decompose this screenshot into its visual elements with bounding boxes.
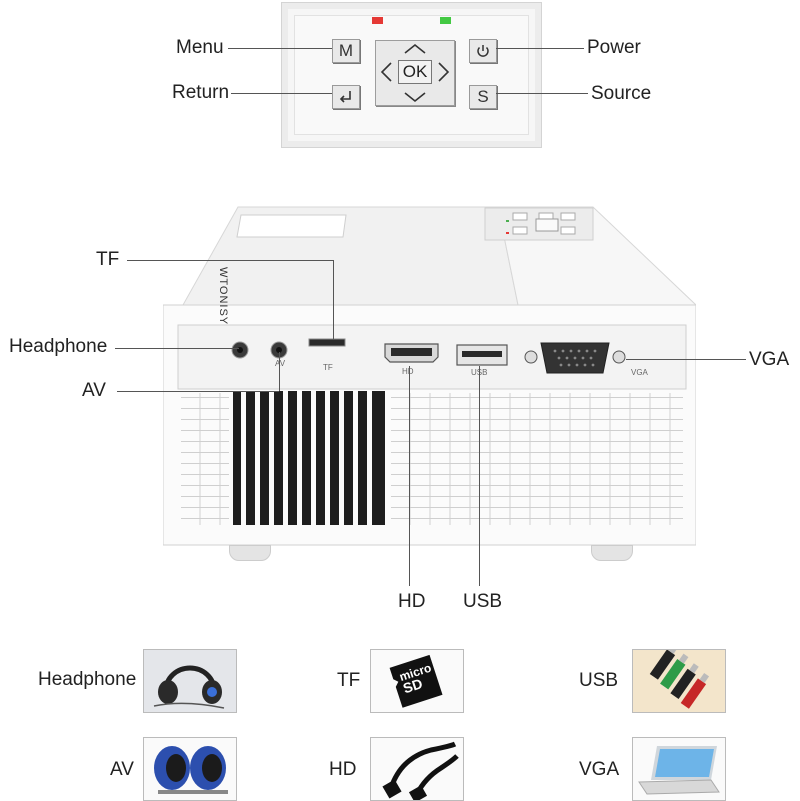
laptop-icon: [632, 737, 726, 801]
return-button[interactable]: [332, 85, 360, 109]
usb-label: USB: [463, 591, 503, 612]
legend-av-label: AV: [110, 759, 134, 780]
navigation-pad: OK: [375, 40, 455, 106]
return-leader: [231, 93, 332, 94]
usb-drives-icon: [632, 649, 726, 713]
menu-label: Menu: [176, 37, 224, 58]
power-label: Power: [587, 37, 641, 58]
arrow-left-icon: [380, 62, 392, 82]
legend-headphone-label: Headphone: [38, 669, 137, 690]
speaker-grille: [391, 393, 683, 525]
status-led-green: [440, 17, 451, 24]
vga-leader: [626, 359, 746, 360]
source-label: Source: [591, 83, 652, 104]
usb-leader: [479, 366, 480, 586]
av-leader-v: [279, 352, 280, 391]
tf-label: TF: [96, 249, 120, 270]
source-button[interactable]: S: [469, 85, 497, 109]
legend-tf-label: TF: [337, 670, 361, 691]
av-label: AV: [82, 380, 106, 401]
control-panel: M OK S: [281, 2, 542, 148]
silk-tf: TF: [323, 363, 333, 372]
av-leader-h: [117, 391, 279, 392]
power-leader: [496, 48, 584, 49]
hdmi-cable-icon: [370, 737, 464, 801]
headphone-leader: [115, 348, 239, 349]
tf-leader-v: [333, 260, 334, 340]
arrow-right-icon: [438, 62, 450, 82]
headphones-icon: [143, 649, 237, 713]
arrow-up-icon: [404, 43, 426, 54]
menu-leader: [228, 48, 332, 49]
projector-rear-view: WTONISY AV TF HD USB VGA: [162, 205, 698, 561]
speakers-icon: [143, 737, 237, 801]
return-icon: [339, 91, 351, 103]
legend-usb-label: USB: [579, 670, 619, 691]
legend-vga-label: VGA: [579, 759, 620, 780]
silk-hd: HD: [402, 367, 414, 376]
headphone-label: Headphone: [9, 336, 108, 357]
projector-foot-right: [591, 545, 633, 561]
vga-label: VGA: [749, 349, 790, 370]
silk-vga: VGA: [631, 368, 648, 377]
projector-foot-left: [229, 545, 271, 561]
hd-label: HD: [398, 591, 426, 612]
speaker-grille-left: [181, 393, 229, 525]
power-led-red: [372, 17, 383, 24]
menu-button[interactable]: M: [332, 39, 360, 63]
source-leader: [496, 93, 588, 94]
brand-logo: WTONISY: [217, 267, 229, 326]
return-label: Return: [172, 82, 230, 103]
arrow-icons: [380, 43, 450, 103]
ok-button[interactable]: OK: [398, 60, 432, 84]
hd-leader: [409, 366, 410, 586]
legend-hd-label: HD: [329, 759, 357, 780]
arrow-down-icon: [404, 92, 426, 103]
power-button[interactable]: [469, 39, 497, 63]
silk-av: AV: [275, 359, 286, 368]
tf-leader-h: [127, 260, 333, 261]
power-icon: [477, 45, 489, 57]
